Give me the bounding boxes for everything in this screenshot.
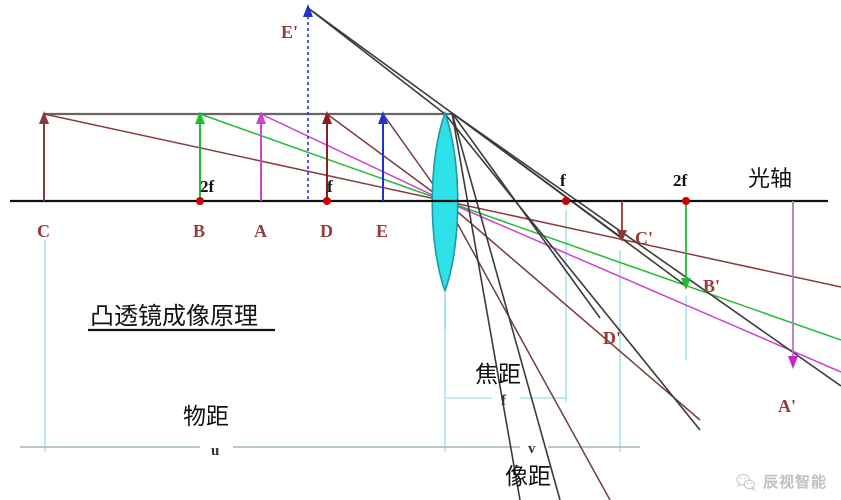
- ray-A-through-center: [260, 113, 446, 202]
- image-label-A-prime: A': [778, 396, 796, 416]
- ray-D-through-center: [326, 113, 446, 202]
- object-label-D: D: [320, 221, 333, 241]
- parallel-ray-bundle: [307, 7, 841, 500]
- dot-2f-left: [196, 197, 204, 205]
- object-arrow-A: [256, 111, 266, 201]
- optical-axis-label: 光轴: [748, 167, 792, 192]
- image-arrow-A-prime: [788, 201, 798, 369]
- ray-B-refracted: [444, 200, 841, 341]
- image-arrow-E-prime: [303, 4, 313, 17]
- measure-symbol-v: v: [528, 441, 536, 457]
- image-arrow-B-prime: [681, 201, 691, 290]
- measure-symbol-f: f: [501, 393, 507, 409]
- image-arrow-C-prime: [617, 201, 627, 242]
- measure-symbol-u: u: [211, 443, 219, 459]
- ray-B-through-center: [199, 113, 446, 202]
- page-title: 凸透镜成像原理: [90, 302, 258, 330]
- image-arrows: [617, 201, 798, 369]
- ray-A-refracted: [444, 200, 841, 373]
- watermark-text: 辰视智能: [762, 473, 827, 491]
- object-arrow-D: [322, 111, 332, 201]
- ray-focus-D-prime: [444, 113, 701, 431]
- object-label-A: A: [254, 221, 267, 241]
- axis-mark-label-2f-left: 2f: [200, 177, 215, 196]
- ray-focus-A-prime: [451, 112, 841, 387]
- ray-steep-1: [451, 112, 561, 500]
- axis-marker-dots: [196, 197, 690, 205]
- axis-mark-label-2f-right: 2f: [673, 171, 688, 190]
- image-label-D-prime: D': [603, 328, 621, 348]
- measure-label-object-distance: 物距: [183, 404, 229, 430]
- measure-label-image-distance: 像距: [505, 464, 551, 490]
- measure-label-focal-length: 焦距: [475, 362, 521, 388]
- object-arrow-C: [39, 111, 49, 201]
- object-arrow-B: [195, 111, 205, 201]
- ray-steep-2: [451, 112, 521, 500]
- ray-C-through-center: [43, 113, 446, 202]
- ray-focus-D-prime-seg: [451, 112, 601, 319]
- ray-E-refracted: [444, 200, 611, 500]
- ray-C-refracted: [444, 200, 841, 288]
- image-label-E-prime: E': [281, 22, 298, 42]
- watermark: 辰视智能: [736, 471, 827, 492]
- wechat-icon: [736, 473, 756, 491]
- object-arrow-E: [378, 111, 388, 201]
- image-label-C-prime: C': [635, 228, 653, 248]
- axis-mark-label-f-right: f: [560, 171, 566, 190]
- ray-E-prime-to-lens-a: [307, 7, 453, 114]
- object-label-B: B: [193, 221, 205, 241]
- ray-E-prime-to-lens-b: [307, 7, 446, 115]
- dot-f-left: [323, 197, 331, 205]
- dot-2f-right: [682, 197, 690, 205]
- dot-f-right: [562, 197, 570, 205]
- axis-mark-label-f-left: f: [327, 177, 333, 196]
- object-arrows: [39, 111, 388, 201]
- image-label-B-prime: B': [703, 276, 720, 296]
- object-label-C: C: [37, 221, 50, 241]
- object-label-E: E: [376, 221, 388, 241]
